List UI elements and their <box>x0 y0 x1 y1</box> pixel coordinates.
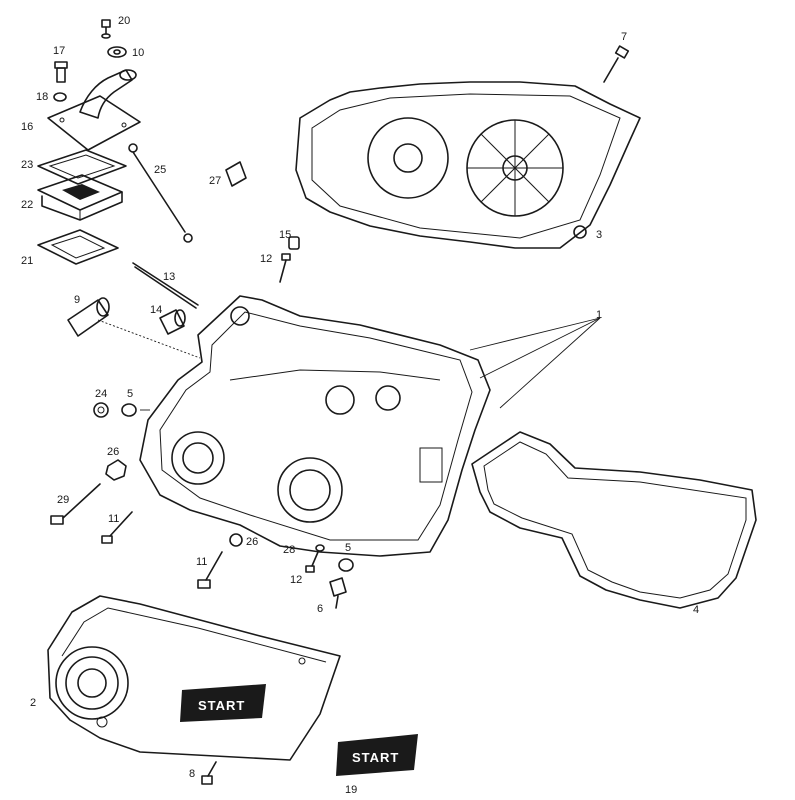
gasket-23 <box>37 149 127 185</box>
callout-27: 27 <box>209 175 221 187</box>
oring-18 <box>53 92 67 102</box>
clip-27 <box>225 161 247 187</box>
callout-26-lower: 26 <box>246 536 258 548</box>
screw-12-lower <box>305 551 319 573</box>
callout-5-lower: 5 <box>345 542 351 554</box>
stud-13 <box>132 262 199 309</box>
cover-decal-text: START <box>198 698 245 713</box>
rod-25 <box>128 143 193 243</box>
callout-17: 17 <box>53 45 65 57</box>
callout-16: 16 <box>21 121 33 133</box>
bushing-9 <box>67 297 110 337</box>
screw-12-upper <box>279 253 291 283</box>
callout-23: 23 <box>21 159 33 171</box>
callout-12-upper: 12 <box>260 253 272 265</box>
washer-10 <box>107 46 127 58</box>
side-cover-2: START <box>47 595 341 761</box>
callout-1: 1 <box>596 309 602 321</box>
screw-17 <box>54 61 68 83</box>
decal-19: START <box>336 734 418 776</box>
callout-3: 3 <box>596 229 602 241</box>
gasket-21 <box>37 229 119 265</box>
callout-24: 24 <box>95 388 107 400</box>
screw-11-left <box>101 511 133 544</box>
bolt-7 <box>603 45 630 83</box>
intake-manifold-16 <box>47 69 141 151</box>
callout-20: 20 <box>118 15 130 27</box>
leader-lines <box>97 317 601 411</box>
callout-7: 7 <box>621 31 627 43</box>
bushing-14 <box>159 309 186 335</box>
callout-19: 19 <box>345 784 357 796</box>
screw-11-lower <box>197 551 223 589</box>
callout-12-lower: 12 <box>290 574 302 586</box>
callout-18: 18 <box>36 91 48 103</box>
crankcase-left-1 <box>139 295 491 557</box>
washer-5-lower <box>338 558 354 572</box>
crankcase-right-3 <box>295 81 641 249</box>
callout-10: 10 <box>132 47 144 59</box>
callout-2: 2 <box>30 697 36 709</box>
bleed-screw-20 <box>101 19 111 39</box>
callout-8: 8 <box>189 768 195 780</box>
bolt-29 <box>50 483 101 525</box>
callout-11-left: 11 <box>108 513 119 525</box>
reed-valve-22 <box>37 174 123 221</box>
callout-22: 22 <box>21 199 33 211</box>
gasket-4 <box>471 431 757 609</box>
drain-plug-6 <box>329 577 347 609</box>
callout-11-lower: 11 <box>196 556 207 568</box>
nut-24 <box>93 402 109 418</box>
nut-26-lower <box>229 533 243 547</box>
callout-26-upper: 26 <box>107 446 119 458</box>
callout-21: 21 <box>21 255 33 267</box>
washer-5-upper <box>121 403 137 417</box>
loose-decal-text: START <box>352 750 399 765</box>
callout-14: 14 <box>150 304 162 316</box>
callout-6: 6 <box>317 603 323 615</box>
dowel-15 <box>288 236 300 250</box>
cover-decal: START <box>180 684 266 722</box>
callout-labels: 20 10 17 18 16 23 25 27 22 21 13 9 14 7 … <box>21 15 699 796</box>
callout-28: 28 <box>283 544 295 556</box>
screw-8 <box>201 761 217 785</box>
callout-13: 13 <box>163 271 175 283</box>
nut-26-upper <box>105 459 127 481</box>
callout-25: 25 <box>154 164 166 176</box>
callout-5-upper: 5 <box>127 388 133 400</box>
callout-9: 9 <box>74 294 80 306</box>
washer-28 <box>315 544 325 552</box>
callout-4: 4 <box>693 604 699 616</box>
callout-15: 15 <box>279 229 291 241</box>
callout-29: 29 <box>57 494 69 506</box>
